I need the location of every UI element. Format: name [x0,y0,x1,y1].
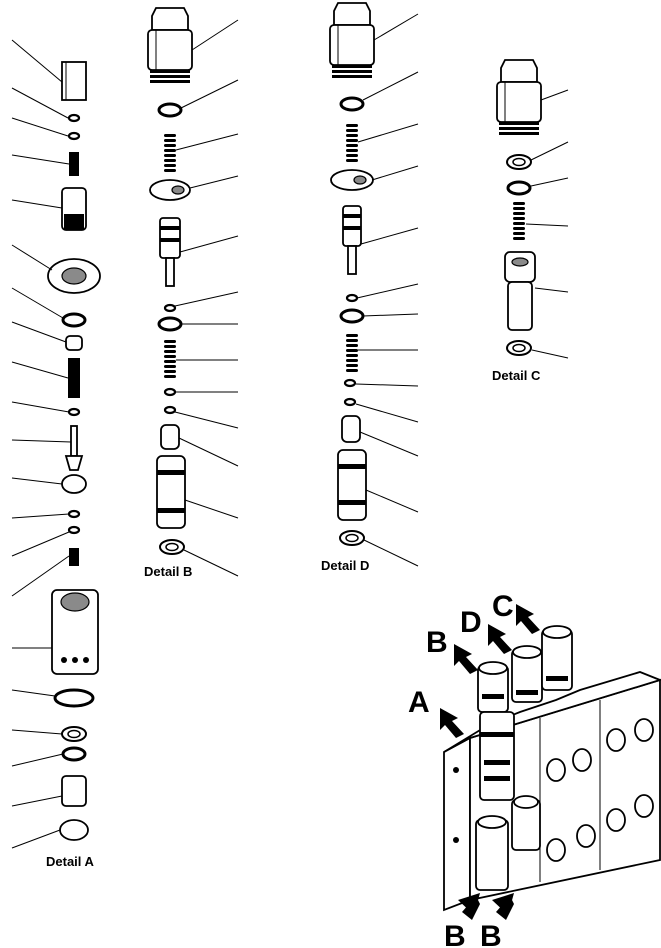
control-valve-assembly [443,625,661,912]
arrow-c [516,604,540,634]
sleeve-b [156,455,186,529]
detail-c-label: Detail C [492,368,541,383]
callout-a: A [408,686,430,719]
detail-a-parts: Detail A [11,39,101,869]
arrow-b-upper [454,644,478,674]
sleeve-c [507,281,533,331]
plug-a [59,819,89,841]
sleeve-a [61,775,87,807]
o-ring-a [53,688,95,708]
arrow-a [440,708,464,738]
check-b [160,424,180,450]
seat-a [61,474,87,494]
detail-b-parts: Detail B [144,7,239,579]
sleeve-d [337,449,367,521]
flange-d [330,169,374,191]
callout-c: C [492,590,514,623]
cartridge-a [51,589,99,675]
arrow-d [488,624,512,654]
flange-b [149,179,191,201]
detail-d-label: Detail D [321,558,369,573]
piston-a [65,335,83,351]
piston-c [504,251,536,283]
detail-b-label: Detail B [144,564,192,579]
callout-d: D [460,606,482,639]
detail-c-parts: Detail C [492,59,569,383]
callout-arrows [440,604,540,920]
spring-a [68,358,80,398]
callout-b-lower-left: B [444,920,466,948]
callout-b-upper: B [426,626,448,659]
callout-b-lower-right: B [480,920,502,948]
pin-a [70,425,78,457]
detail-d-parts: Detail D [321,2,419,573]
small-spring-a2 [69,548,79,566]
detail-a-label: Detail A [46,854,95,869]
check-d [341,415,361,443]
small-spring-a [69,152,79,176]
